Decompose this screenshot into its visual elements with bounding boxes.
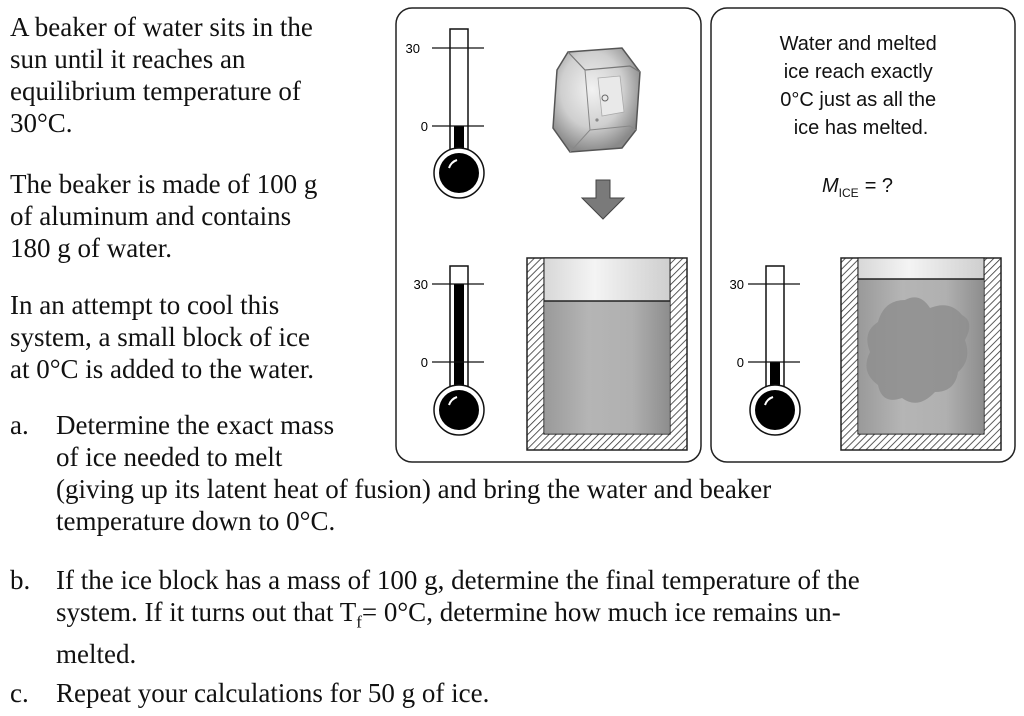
tick-label-30: 30 bbox=[414, 277, 428, 292]
question-line: temperature down to 0°C. bbox=[56, 506, 336, 536]
subscript: f bbox=[356, 612, 362, 632]
question-line: If the ice block has a mass of 100 g, de… bbox=[56, 565, 860, 595]
mass-symbol: M bbox=[822, 175, 839, 197]
question-letter: b. bbox=[10, 565, 31, 595]
question-line-with-subscript: system. If it turns out that Tf= 0°C, de… bbox=[56, 596, 860, 638]
question-letter: c. bbox=[10, 678, 29, 708]
beaker-after bbox=[840, 257, 1002, 451]
question-line: of ice needed to melt bbox=[56, 442, 283, 472]
intro-paragraph-3: In an attempt to cool this system, a sma… bbox=[10, 289, 314, 385]
tick-label-0: 0 bbox=[421, 119, 428, 134]
intro-line: 180 g of water. bbox=[10, 233, 172, 263]
tick-label-0: 0 bbox=[737, 355, 744, 370]
intro-paragraph-1: A beaker of water sits in the sun until … bbox=[10, 11, 313, 139]
caption-line: ice reach exactly bbox=[784, 61, 933, 83]
tick-label-30: 30 bbox=[730, 277, 744, 292]
thermometer-right: 30 0 bbox=[730, 265, 801, 436]
thermometer-bottom-left: 30 0 bbox=[414, 265, 485, 436]
question-text: = 0°C, determine how much ice remains un… bbox=[361, 597, 841, 627]
caption-line: 0°C just as all the bbox=[780, 89, 936, 111]
question-a: a. Determine the exact mass of ice neede… bbox=[10, 409, 1010, 549]
ice-cube bbox=[552, 47, 641, 153]
question-line: melted. bbox=[56, 639, 137, 670]
water bbox=[545, 301, 669, 433]
melted-ice-region bbox=[866, 297, 970, 403]
intro-line: system, a small block of ice bbox=[10, 322, 310, 352]
question-text: system. If it turns out that T bbox=[56, 597, 357, 627]
intro-paragraph-2: The beaker is made of 100 g of aluminum … bbox=[10, 168, 317, 264]
caption-line: Water and melted bbox=[780, 33, 937, 55]
mass-subscript: ICE bbox=[839, 186, 859, 200]
question-b: b. If the ice block has a mass of 100 g,… bbox=[10, 564, 1020, 669]
question-line: Determine the exact mass bbox=[56, 410, 335, 440]
intro-line: at 0°C is added to the water. bbox=[10, 354, 314, 384]
mass-ice-label: MICE = ? bbox=[822, 175, 893, 200]
down-arrow-icon bbox=[580, 179, 626, 220]
intro-line: equilibrium temperature of bbox=[10, 76, 301, 106]
intro-line: of aluminum and contains bbox=[10, 201, 292, 231]
question-line: Repeat your calculations for 50 g of ice… bbox=[56, 678, 490, 708]
intro-line: The beaker is made of 100 g bbox=[10, 169, 318, 199]
thermometer-top: 30 0 bbox=[406, 28, 485, 199]
right-panel-caption: Water and melted ice reach exactly 0°C j… bbox=[780, 33, 943, 139]
mass-unknown: = ? bbox=[865, 175, 893, 197]
intro-line: 30°C. bbox=[10, 108, 73, 138]
intro-line: In an attempt to cool this bbox=[10, 290, 280, 320]
question-c: c. Repeat your calculations for 50 g of … bbox=[10, 677, 1010, 711]
question-line: (giving up its latent heat of fusion) an… bbox=[56, 474, 772, 504]
intro-line: sun until it reaches an bbox=[10, 44, 246, 74]
tick-label-30: 30 bbox=[406, 41, 420, 56]
question-letter: a. bbox=[10, 410, 29, 440]
caption-line: ice has melted. bbox=[794, 117, 929, 139]
tick-label-0: 0 bbox=[421, 355, 428, 370]
intro-line: A beaker of water sits in the bbox=[10, 12, 313, 42]
beaker-before bbox=[526, 257, 688, 451]
